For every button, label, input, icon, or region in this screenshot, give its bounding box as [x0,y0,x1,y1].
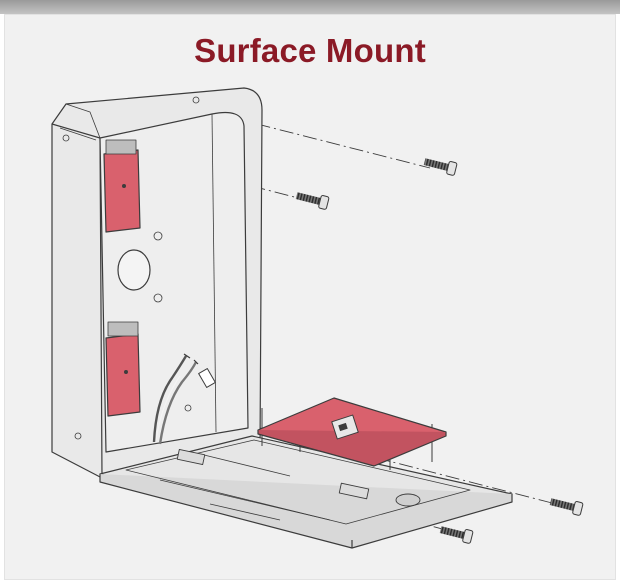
cable-right [158,361,198,445]
screw-bottom-left [439,526,474,544]
housing-screw-hole-bottom [74,432,82,440]
tray-knob [395,493,421,507]
top-frame-bar [0,0,620,14]
screw-top-left [295,192,330,210]
screw-bottom-right [549,498,584,516]
cable-connector [198,368,216,388]
upper-terminal [105,139,137,155]
cable-knockout [117,249,151,291]
lower-bracket [105,333,141,417]
lower-terminal [107,321,139,337]
cable-left [152,355,188,443]
enclosure-housing [51,87,263,479]
housing-inner-edge [211,113,217,433]
base-tray [99,408,513,549]
diagram-title: Surface Mount [194,32,426,69]
housing-top-lip [65,103,101,139]
housing-screw-hole-top [62,134,70,142]
circuit-board [257,397,447,467]
screw-top-right [423,158,458,176]
upper-bracket [103,149,141,233]
